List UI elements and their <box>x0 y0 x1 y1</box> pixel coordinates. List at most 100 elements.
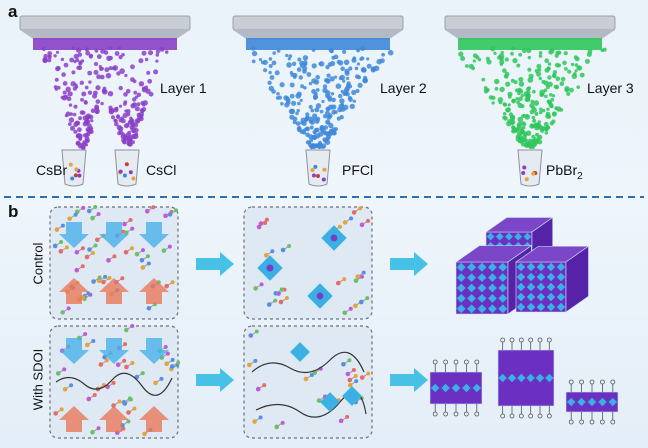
droplet <box>561 77 566 82</box>
droplet <box>312 63 317 68</box>
droplet <box>61 96 64 99</box>
droplet <box>318 141 322 145</box>
droplet <box>536 123 541 128</box>
atom <box>61 224 65 228</box>
droplet <box>338 104 343 109</box>
droplet <box>521 104 525 108</box>
droplet <box>316 88 320 92</box>
ligand-ring <box>590 380 594 384</box>
droplet <box>381 53 385 57</box>
droplet <box>532 119 536 123</box>
droplet <box>367 64 372 69</box>
droplet <box>93 91 98 96</box>
atom <box>124 328 129 333</box>
droplet <box>133 91 137 95</box>
droplet <box>165 50 169 54</box>
droplet <box>502 68 507 73</box>
droplet <box>109 46 113 50</box>
deposited-film <box>33 38 177 50</box>
droplet <box>322 137 327 142</box>
substrate-holder <box>445 16 615 30</box>
atom <box>147 306 152 311</box>
droplet <box>522 121 526 125</box>
atom <box>345 415 349 419</box>
droplet <box>523 135 527 139</box>
droplet <box>74 83 77 86</box>
droplet <box>95 85 100 90</box>
molecule <box>129 170 133 174</box>
droplet <box>325 94 329 98</box>
droplet <box>261 61 265 65</box>
atom <box>60 310 65 315</box>
droplet <box>86 113 92 119</box>
droplet <box>132 97 136 101</box>
droplet <box>321 100 324 103</box>
sdoi-crystal-thin <box>566 380 618 424</box>
droplet <box>358 83 363 88</box>
droplet <box>528 77 534 83</box>
atom <box>347 378 352 383</box>
droplet <box>318 62 322 66</box>
droplet <box>127 137 132 142</box>
droplet <box>506 107 511 112</box>
molecule <box>312 174 316 178</box>
droplet <box>100 102 103 105</box>
molecule <box>77 174 81 178</box>
droplet <box>312 144 315 147</box>
droplet <box>81 111 85 115</box>
atom <box>160 377 164 381</box>
atom <box>247 363 252 368</box>
droplet <box>576 66 580 70</box>
droplet <box>309 120 313 124</box>
sdoi-nucleation-box <box>244 326 372 438</box>
droplet <box>130 103 135 108</box>
droplet <box>498 97 504 103</box>
droplet <box>307 72 312 77</box>
droplet <box>78 116 82 120</box>
droplet <box>539 77 542 80</box>
droplet <box>276 92 280 96</box>
atom <box>81 206 85 210</box>
droplet <box>134 132 138 136</box>
droplet <box>554 85 558 89</box>
atom <box>259 416 263 420</box>
ligand-ring <box>510 338 514 342</box>
layer-1-label: Layer 1 <box>160 80 207 96</box>
droplet <box>290 94 295 99</box>
droplet <box>346 77 349 80</box>
droplet <box>48 55 52 59</box>
droplet <box>122 140 126 144</box>
cluster-center <box>317 293 324 300</box>
atom <box>360 375 365 380</box>
atom <box>112 254 116 258</box>
droplet <box>90 119 93 122</box>
atom <box>55 227 60 232</box>
atom <box>280 287 284 291</box>
droplet <box>252 60 256 64</box>
atom <box>101 280 106 285</box>
atom <box>81 264 85 268</box>
droplet <box>527 68 531 72</box>
ligand-ring <box>590 420 594 424</box>
molecule <box>525 177 529 181</box>
droplet <box>135 106 140 111</box>
droplet <box>338 94 342 98</box>
atom <box>85 255 90 260</box>
droplet <box>271 89 276 94</box>
droplet <box>547 100 550 103</box>
atom <box>171 280 175 284</box>
atom <box>60 407 64 411</box>
row-control-label: Control <box>31 234 46 294</box>
droplet <box>532 139 537 144</box>
droplet <box>73 113 77 117</box>
droplet <box>531 135 535 139</box>
droplet <box>495 87 499 91</box>
atom <box>146 254 150 258</box>
atom <box>106 258 111 263</box>
droplet <box>353 100 356 103</box>
droplet <box>320 127 325 132</box>
droplet <box>85 143 88 146</box>
droplet <box>153 69 158 74</box>
droplet <box>544 127 548 131</box>
droplet <box>350 104 355 109</box>
